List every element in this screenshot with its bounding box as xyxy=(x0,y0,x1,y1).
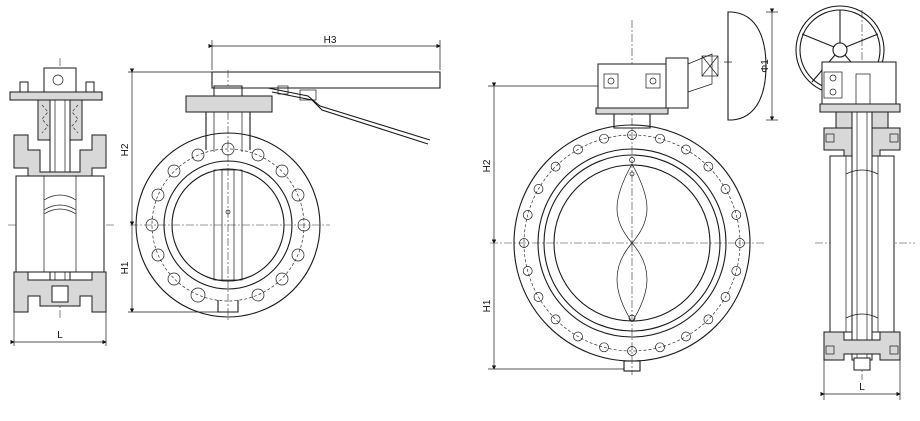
dim-label-H2-gear: H2 xyxy=(482,159,493,172)
bolt-hole xyxy=(703,161,714,172)
bolt-hole xyxy=(655,133,665,144)
bolt-hole xyxy=(573,331,583,342)
dim-label-H1-gear: H1 xyxy=(482,299,493,312)
bolt-hole xyxy=(655,342,665,353)
bolt-hole xyxy=(720,184,731,194)
bolt-hole xyxy=(720,292,731,302)
dim-label-L-gear: L xyxy=(859,382,865,393)
side-section-lever-view: L xyxy=(8,58,115,346)
bolt-hole xyxy=(533,184,544,194)
bolt-hole xyxy=(522,210,533,220)
bolt-holes xyxy=(145,142,311,303)
bolt-hole xyxy=(731,266,742,276)
dim-label-H1: H1 xyxy=(120,261,131,274)
bolt-hole xyxy=(681,144,691,155)
bolt-hole xyxy=(703,314,714,325)
bolt-hole xyxy=(627,346,637,356)
bolt-hole xyxy=(550,314,561,325)
bolt-hole xyxy=(627,130,637,140)
flange-bolt-holes xyxy=(519,130,745,356)
dim-label-H2: H2 xyxy=(120,143,131,156)
bolt-hole xyxy=(573,144,583,155)
bolt-hole xyxy=(735,238,745,248)
bolt-hole xyxy=(533,292,544,302)
bolt-hole xyxy=(522,266,533,276)
front-gearbox-view: Φ1 H2 H1 xyxy=(482,8,778,375)
bolt-hole xyxy=(599,133,609,144)
bolt-hole xyxy=(519,238,529,248)
dim-label-H3: H3 xyxy=(324,35,337,46)
bolt-hole xyxy=(731,210,742,220)
side-gearbox-view: L xyxy=(795,5,915,400)
bolt-hole xyxy=(550,161,561,172)
front-lever-view: H3 H2 H1 xyxy=(120,35,441,320)
bolt-hole xyxy=(599,342,609,353)
dim-label-L: L xyxy=(57,330,63,341)
bolt-hole xyxy=(681,331,691,342)
dim-label-phi1: Φ1 xyxy=(760,59,771,73)
